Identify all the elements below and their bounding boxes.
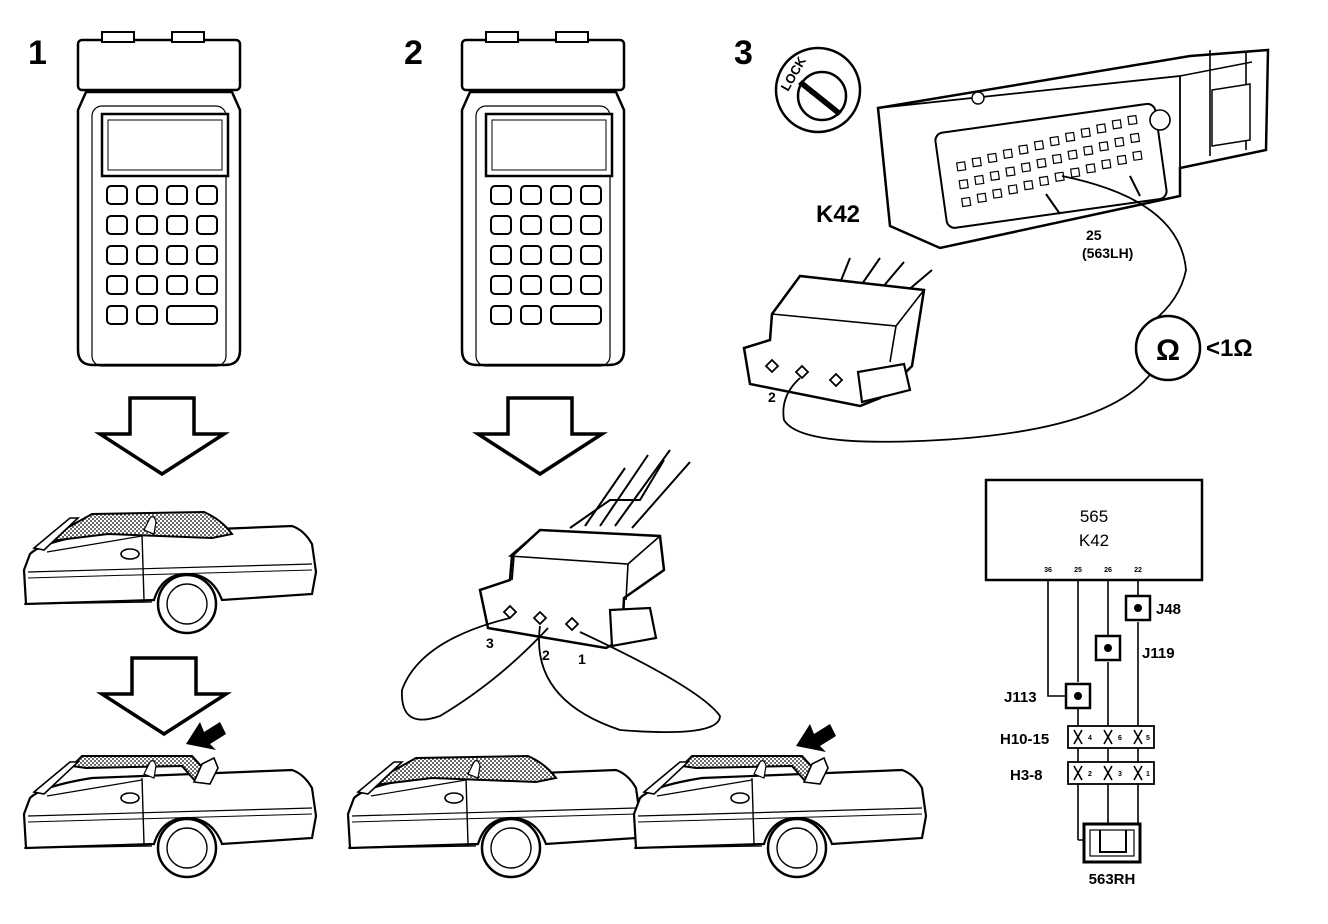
module-name: K42 (1079, 531, 1109, 550)
step-2-number: 2 (404, 34, 423, 72)
h10-pin-5: 5 (1146, 735, 1150, 742)
ohmmeter-icon: Ω (1134, 314, 1202, 382)
plug-pin-label: 2 (768, 389, 776, 405)
wiring-schematic: 565 K42 36 25 26 22 J48 J119 J113 (984, 478, 1204, 888)
ohm-symbol: Ω (1156, 334, 1180, 367)
k42-module (876, 48, 1270, 250)
component-label: 563RH (1089, 871, 1136, 888)
plug-pin-2-label: 2 (542, 647, 550, 663)
black-arrow-2 (796, 724, 836, 752)
h3-pin-1: 1 (1146, 771, 1150, 778)
scan-tool-2 (460, 30, 626, 368)
car-roof-closed-2 (348, 756, 640, 877)
schematic-pin-26: 26 (1104, 567, 1112, 574)
down-arrow-1 (98, 396, 226, 476)
module-code: 565 (1080, 507, 1108, 526)
plug-pin-1-label: 1 (578, 651, 586, 667)
h3-pin-2: 2 (1088, 771, 1092, 778)
down-arrow-3 (476, 396, 604, 476)
test-lead (782, 175, 1187, 443)
connector-h10-15: H10-15 (1000, 731, 1049, 748)
down-arrow-2 (100, 656, 228, 736)
plug-connector-3 (742, 257, 933, 408)
car-roof-opening-2 (634, 756, 926, 877)
connector-pin-sub-label: (563LH) (1082, 245, 1133, 261)
plug-pin-3-label: 3 (486, 635, 494, 651)
black-arrow-1 (186, 722, 226, 750)
ignition-lock-icon: LOCK (774, 46, 862, 134)
resistance-value: <1Ω (1206, 335, 1253, 362)
step-1-number: 1 (28, 34, 47, 72)
step-3-number: 3 (734, 34, 753, 72)
connector-name-label: K42 (816, 201, 860, 228)
car-roof-opening-1 (24, 756, 316, 877)
schematic-pin-22: 22 (1134, 567, 1142, 574)
schematic-pin-36: 36 (1044, 567, 1052, 574)
scan-tool-1 (76, 30, 242, 368)
h3-pin-3: 3 (1118, 771, 1122, 778)
connector-pin-label: 25 (1086, 227, 1102, 243)
plug-connector-2 (401, 449, 721, 734)
module-box (984, 478, 1204, 582)
h10-pin-6: 6 (1118, 735, 1122, 742)
junction-j119: J119 (1142, 645, 1175, 662)
junction-j48: J48 (1156, 601, 1181, 618)
schematic-pin-25: 25 (1074, 567, 1082, 574)
h10-pin-4: 4 (1088, 735, 1092, 742)
car-roof-closed-1 (24, 512, 316, 633)
junction-j113: J113 (1004, 689, 1037, 706)
connector-h3-8: H3-8 (1010, 767, 1043, 784)
